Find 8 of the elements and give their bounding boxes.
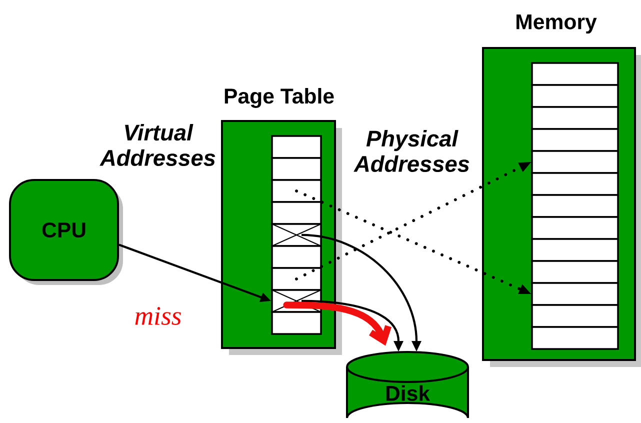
disk-cylinder: Disk [346,351,469,419]
annotation: miss [135,307,181,325]
heading: Memory [516,14,597,34]
arrow [295,190,532,294]
axis-label: Virtual Addresses [100,124,216,166]
axis-label: Physical Addresses [354,130,470,172]
cpu-box: CPU [9,179,123,285]
heading: Page Table [224,88,334,108]
